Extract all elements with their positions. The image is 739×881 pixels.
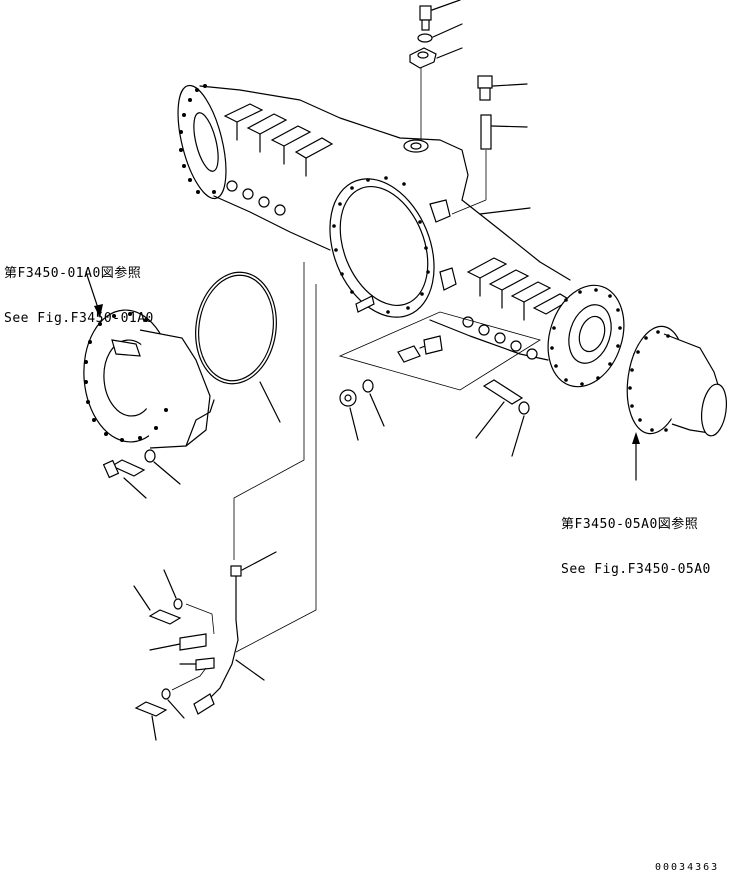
reference-label-right: 第F3450-05A0図参照 See Fig.F3450-05A0 [561, 487, 711, 592]
reference-left-en: See Fig.F3450-01A0 [4, 311, 154, 326]
left-mount-bolt [102, 459, 147, 499]
right-spacer-part [451, 114, 528, 215]
right-final-drive-hub [626, 325, 728, 481]
reference-left-jp: 第F3450-01A0図参照 [4, 266, 142, 281]
center-shim-part [423, 335, 443, 355]
left-mount-washer [144, 449, 181, 485]
right-plug-part [477, 75, 528, 101]
clamp-washer-upper [163, 569, 215, 635]
drain-plug-part [339, 389, 359, 441]
hose-pipe [193, 551, 277, 715]
right-mount-bolt [475, 379, 524, 439]
o-ring-part [195, 271, 281, 423]
reference-label-left: 第F3450-01A0図参照 See Fig.F3450-01A0 [4, 236, 154, 341]
right-mount-washer [511, 401, 530, 457]
right-ribs [466, 257, 572, 321]
left-final-drive-housing [83, 271, 215, 449]
guide-lines-center [338, 311, 541, 391]
left-final-drive-bolt-holes [84, 312, 168, 442]
left-flange-bolt-holes [179, 84, 216, 194]
left-bracket-bolts [226, 180, 286, 216]
guide-lines-pipe [233, 262, 317, 653]
right-flange-bolt-holes [550, 288, 622, 386]
clamp-bolt-upper [133, 585, 182, 625]
drain-plug-gasket [362, 379, 385, 427]
clamp-washer-lower [161, 667, 207, 719]
top-washer-part [417, 23, 463, 43]
breather-part [409, 47, 463, 140]
reference-right-en: See Fig.F3450-05A0 [561, 562, 711, 577]
axle-housing [177, 84, 625, 388]
right-bracket-bolts [462, 316, 538, 360]
reference-right-jp: 第F3450-05A0図参照 [561, 517, 699, 532]
left-ribs [223, 103, 334, 177]
drawing-number: 00034363 [655, 862, 720, 873]
hose-clamps [149, 633, 215, 671]
top-bolt-part [419, 0, 461, 31]
hub-bolt-holes [628, 330, 670, 432]
clamp-bolt-lower [134, 701, 168, 741]
center-pin-part [355, 295, 375, 313]
